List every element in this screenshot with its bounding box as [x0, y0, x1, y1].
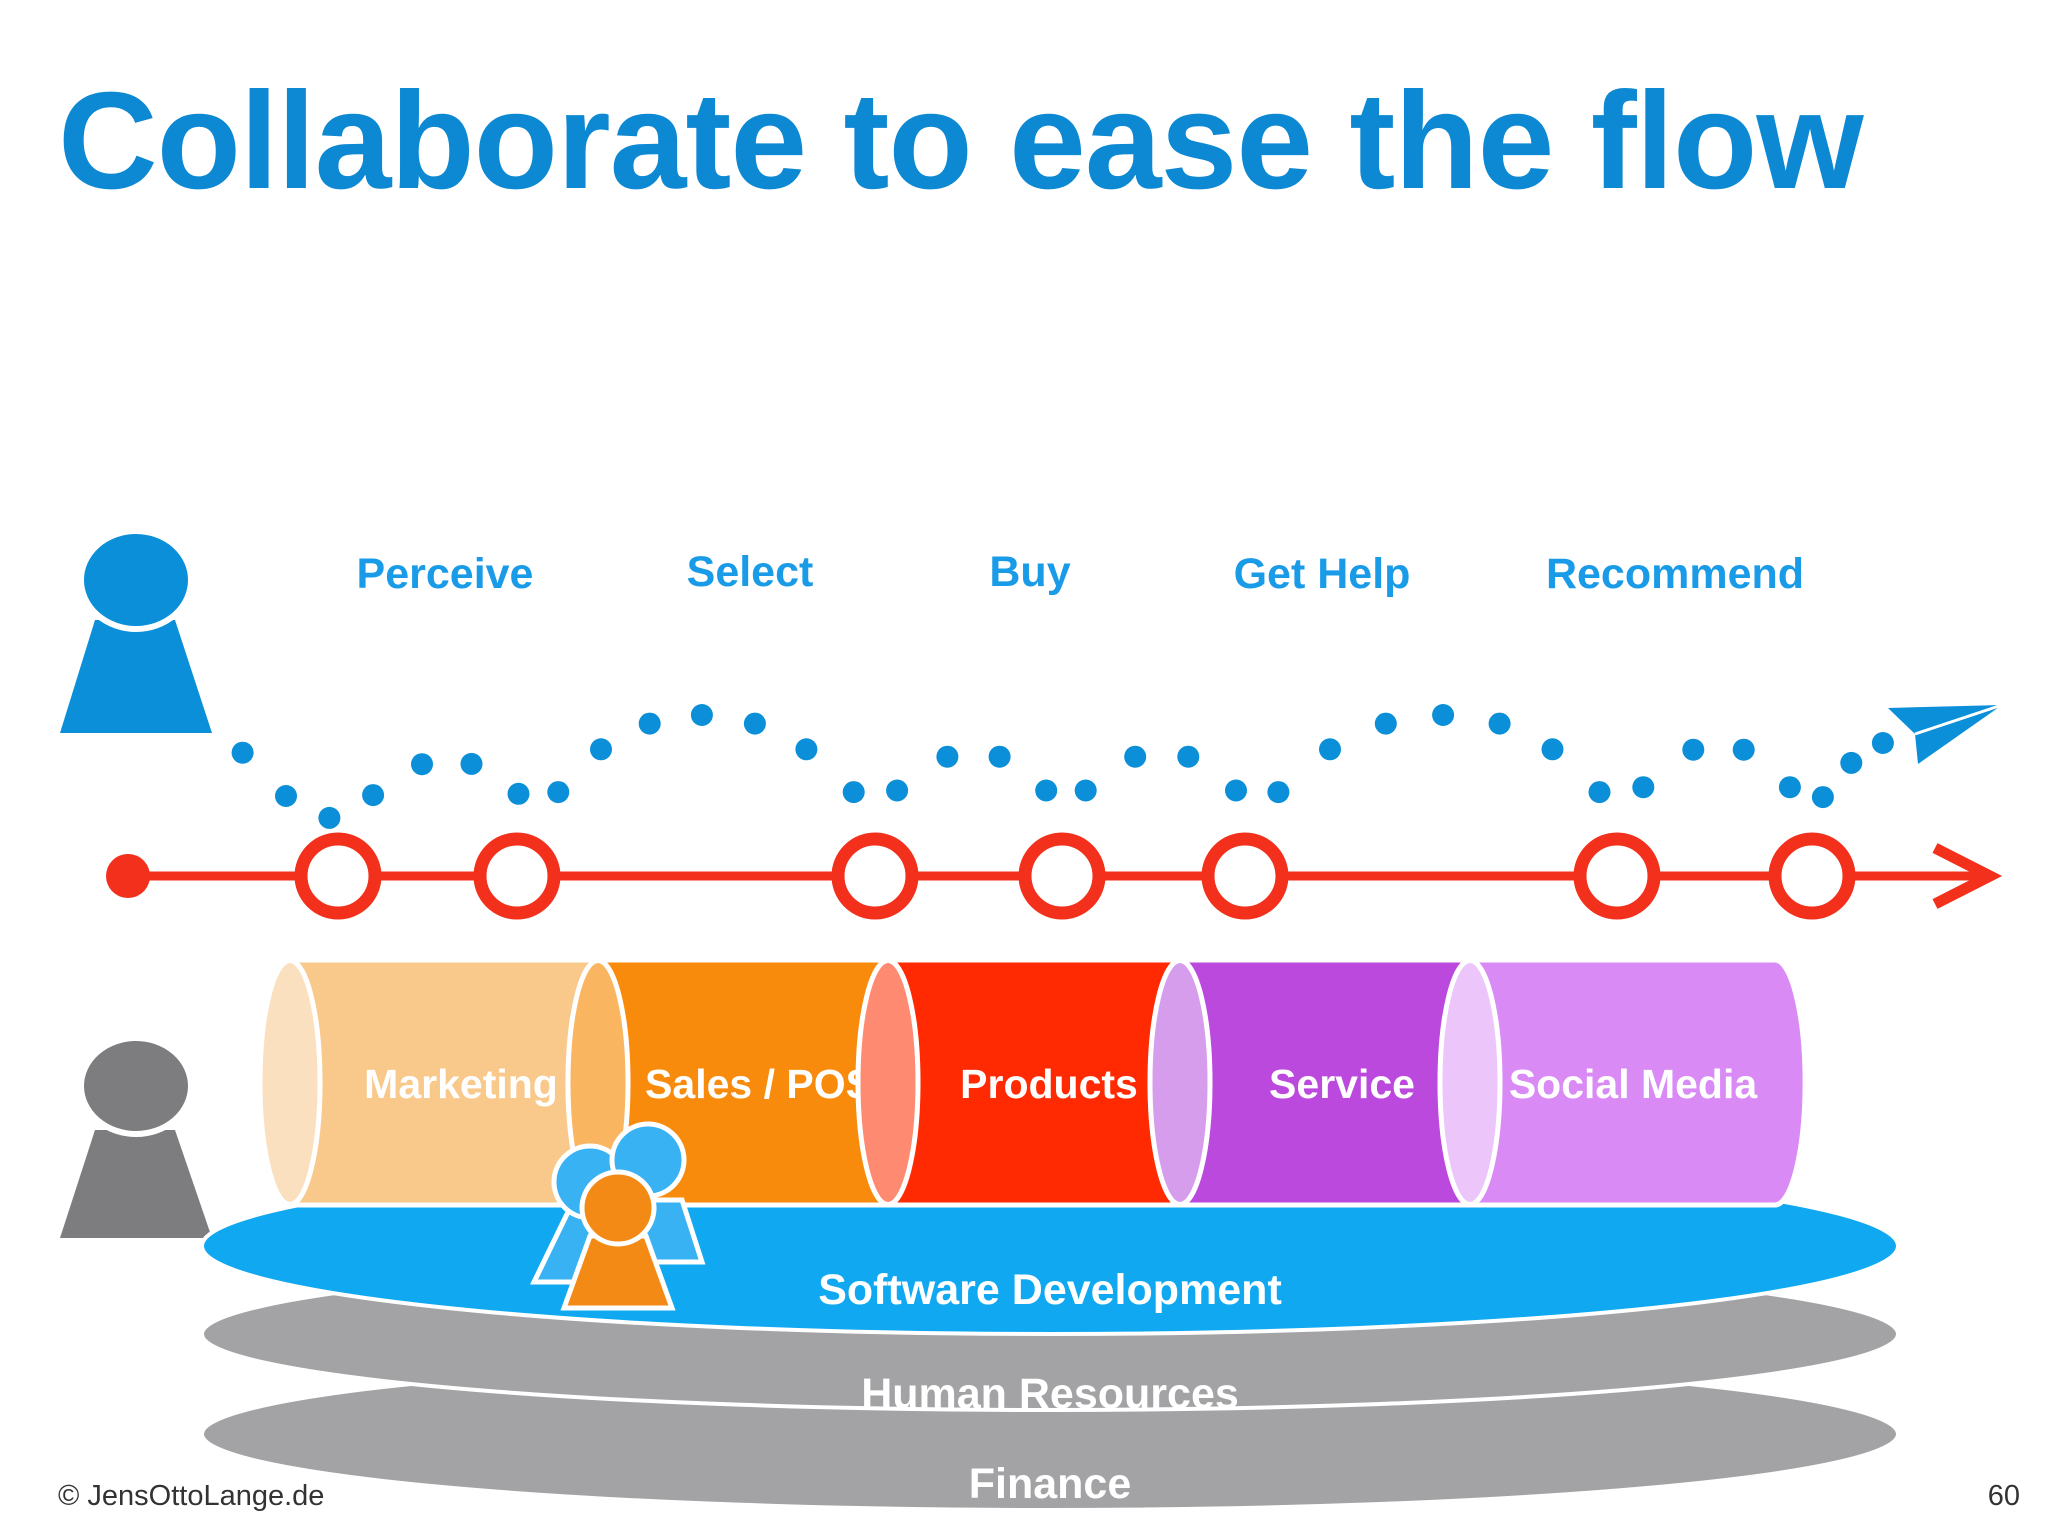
employee-figure-icon — [60, 1035, 212, 1238]
stage-label-get-help: Get Help — [1234, 550, 1411, 598]
customer-journey-dots — [231, 704, 1894, 829]
touchpoint-ring — [1768, 832, 1856, 920]
journey-dot — [1177, 745, 1200, 768]
stage-label-perceive: Perceive — [357, 550, 534, 598]
team-member-front — [560, 1169, 676, 1311]
cylinder-end-cap — [855, 958, 921, 1207]
layer-label-finance: Finance — [969, 1460, 1132, 1508]
journey-dot — [690, 704, 713, 726]
journey-dot — [362, 784, 385, 807]
journey-dot — [743, 712, 766, 735]
cylinder-end-cap — [1147, 958, 1213, 1207]
department-cylinder-products: Products — [855, 957, 1223, 1208]
journey-dot — [886, 779, 909, 802]
journey-dot — [1632, 776, 1655, 799]
department-cylinders: Marketing Sales / POS Products Service Socia… — [257, 957, 1808, 1208]
journey-dot — [1374, 712, 1397, 735]
stage-label-recommend: Recommend — [1546, 550, 1804, 598]
stage-label-select: Select — [687, 548, 814, 596]
department-label-social-media: Social Media — [1509, 1061, 1759, 1107]
touchpoint-ring — [294, 832, 382, 920]
stage-label-buy: Buy — [989, 548, 1070, 596]
touchpoint-ring — [1018, 832, 1106, 920]
journey-dot — [1074, 779, 1097, 802]
team-group-icon — [530, 1121, 706, 1311]
journey-dot — [1811, 786, 1834, 809]
journey-dot — [1778, 776, 1801, 799]
journey-dot — [795, 738, 818, 761]
copyright-notice: © JensOttoLange.de — [58, 1480, 325, 1512]
journey-dot — [842, 781, 865, 804]
slide-title: Collaborate to ease the flow — [58, 64, 1864, 218]
journey-dot — [936, 745, 959, 768]
department-cylinder-service: Service — [1147, 957, 1517, 1208]
journey-dot — [1124, 745, 1147, 768]
journey-dot — [1732, 738, 1755, 761]
journey-dot — [1488, 712, 1511, 735]
journey-dot — [638, 712, 661, 735]
journey-dot — [590, 738, 612, 761]
journey-dot — [1588, 781, 1611, 804]
journey-dot — [1871, 732, 1894, 754]
journey-dot — [1035, 779, 1058, 802]
journey-dot — [988, 745, 1011, 768]
flow-start-dot — [106, 854, 150, 898]
touchpoint-ring — [1201, 832, 1289, 920]
department-label-sales-pos: Sales / POS — [645, 1061, 873, 1107]
customer-figure-icon — [60, 528, 212, 733]
touchpoint-ring — [473, 832, 561, 920]
layer-label-software-development: Software Development — [818, 1266, 1282, 1314]
department-cylinder-marketing: Marketing — [257, 957, 645, 1208]
journey-dot — [1225, 779, 1247, 802]
department-label-service: Service — [1269, 1061, 1415, 1107]
journey-dot — [1682, 738, 1705, 761]
journey-dot — [1267, 781, 1290, 804]
journey-dot — [507, 782, 530, 805]
journey-dot — [1432, 704, 1455, 726]
journey-dot — [275, 785, 297, 807]
arrowhead-icon — [1932, 843, 2003, 909]
journey-dot — [1840, 751, 1863, 774]
journey-dot — [318, 806, 341, 829]
journey-dot — [547, 781, 570, 804]
paper-plane-icon — [1888, 703, 2003, 764]
touchpoint-ring — [831, 832, 919, 920]
layer-label-human-resources: Human Resources — [861, 1370, 1239, 1418]
journey-dot — [231, 741, 254, 764]
cylinder-end-cap — [1437, 958, 1503, 1207]
cylinder-end-cap — [257, 958, 323, 1207]
department-label-marketing: Marketing — [364, 1061, 558, 1107]
department-cylinder-social-media: Social Media — [1437, 957, 1808, 1208]
page-number: 60 — [1987, 1480, 2020, 1512]
journey-dot — [1541, 738, 1564, 761]
touchpoint-ring — [1573, 832, 1661, 920]
journey-dot — [411, 753, 433, 776]
value-stream-line — [106, 832, 2003, 920]
department-label-products: Products — [960, 1061, 1138, 1107]
stage-labels: Perceive Select Buy Get Help Recommend — [357, 548, 1805, 598]
journey-dot — [1319, 738, 1341, 761]
cylinder-body — [1467, 957, 1808, 1208]
journey-dot — [460, 752, 483, 775]
